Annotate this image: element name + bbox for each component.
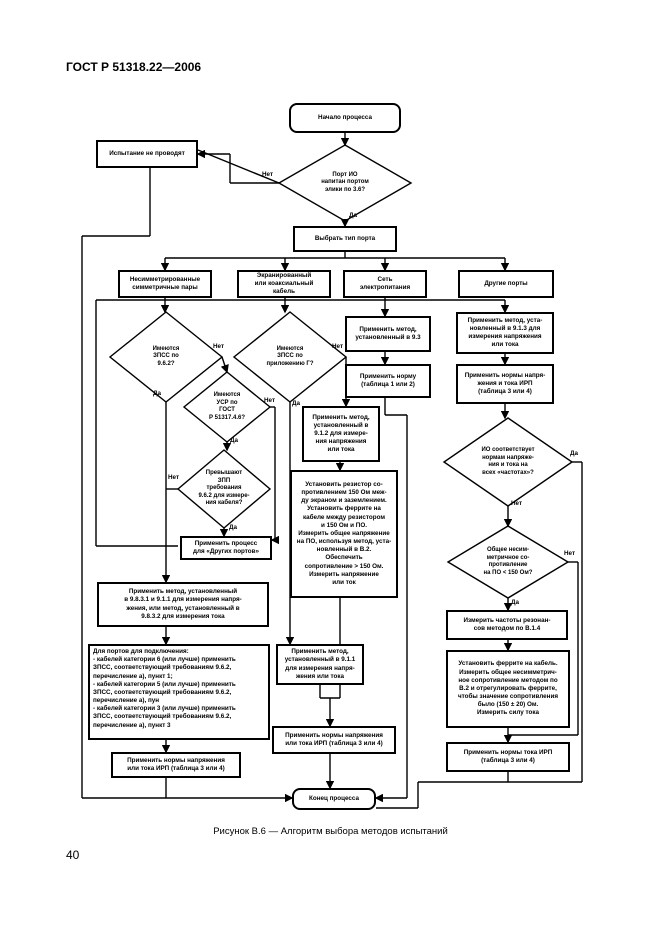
apply-913-box: Применить метод, уста- новленный в 9.1.3… (456, 312, 554, 354)
decision-usr-text: Имеются УСР по ГОСТ Р 51317.4.6? (208, 392, 246, 421)
norm-power-box: Применить норму (таблица 1 или 2) (345, 364, 431, 398)
norms-right1-box: Применить нормы напря- жения и тока ИРП … (456, 364, 554, 404)
port-type-power: Сеть электропитания (343, 270, 427, 298)
decision-zpp-text: Превышают ЗПП требования 9.6.2 для измер… (198, 470, 250, 507)
norms-right2-box: Применить нормы тока ИРП (таблица 3 или … (446, 742, 570, 772)
decision-io-comply-text: ИО соответствует нормам напряже- ния и т… (481, 447, 535, 476)
norms-left-box: Применить нормы напряжения или тока ИРП … (111, 752, 241, 778)
resistors-box: Установить резистор со- противлением 150… (290, 470, 398, 598)
apply-911-box: Применить метод, установленный в 9.1.1 д… (276, 644, 364, 685)
label-no: Нет (564, 550, 576, 557)
label-no: Нет (264, 397, 276, 404)
label-no: Нет (262, 171, 274, 178)
label-yes: Да (349, 212, 357, 219)
apply-other-process-box: Применить процесс для «Других портов» (180, 536, 272, 560)
figure-caption: Рисунок В.6 — Алгоритм выбора методов ис… (213, 826, 448, 837)
label-no: Нет (511, 500, 523, 507)
end-terminal: Конец процесса (292, 788, 376, 810)
decision-zpss1-text: Имеются ЗПСС по 9.6.2? (152, 345, 180, 367)
port-type-other: Другие порты (458, 270, 554, 298)
label-yes: Да (292, 400, 300, 407)
label-yes: Да (230, 437, 238, 444)
label-no: Нет (168, 474, 180, 481)
ferrite-box: Установить феррите на кабель. Измерить о… (446, 650, 570, 728)
port-type-shielded: Экранированный или коаксиальный кабель (237, 270, 331, 298)
port-type-unbalanced: Несимметрированные симметричные пары (118, 270, 212, 298)
label-yes: Да (570, 450, 578, 457)
label-yes: Да (229, 524, 237, 531)
ports-list-box: Для портов для подключения: - кабелей ка… (88, 644, 270, 740)
page-number: 40 (66, 848, 80, 862)
apply-912-box: Применить метод, установленный в 9.1.2 д… (302, 406, 380, 462)
label-no: Нет (213, 343, 225, 350)
decision-impedance-text: Общее несим- метричное со- противление н… (483, 547, 533, 576)
measure-freq-box: Измерить частоты резонан- сов методом по… (446, 610, 568, 640)
decision-port-text: Порт ИО напитан портом элики по 3.6? (321, 171, 369, 193)
decision-zpss2-text: Имеются ЗПСС по приложению Г? (266, 345, 314, 367)
start-terminal: Начало процесса (289, 103, 401, 133)
norms-mid-box: Применить нормы напряжения или тока ИРП … (272, 726, 396, 754)
select-port-box: Выбрать тип порта (293, 226, 397, 252)
not-performed-box: Испытание не проводят (96, 140, 198, 168)
label-no: Нет (332, 343, 344, 350)
apply-93-box: Применить метод, установленный в 9.3 (345, 316, 431, 352)
label-yes: Да (511, 599, 519, 606)
document-header: ГОСТ Р 51318.22—2006 (66, 60, 202, 74)
label-yes: Да (153, 390, 161, 397)
apply-method-left-box: Применить метод, установленный в 9.8.3.1… (97, 582, 269, 627)
